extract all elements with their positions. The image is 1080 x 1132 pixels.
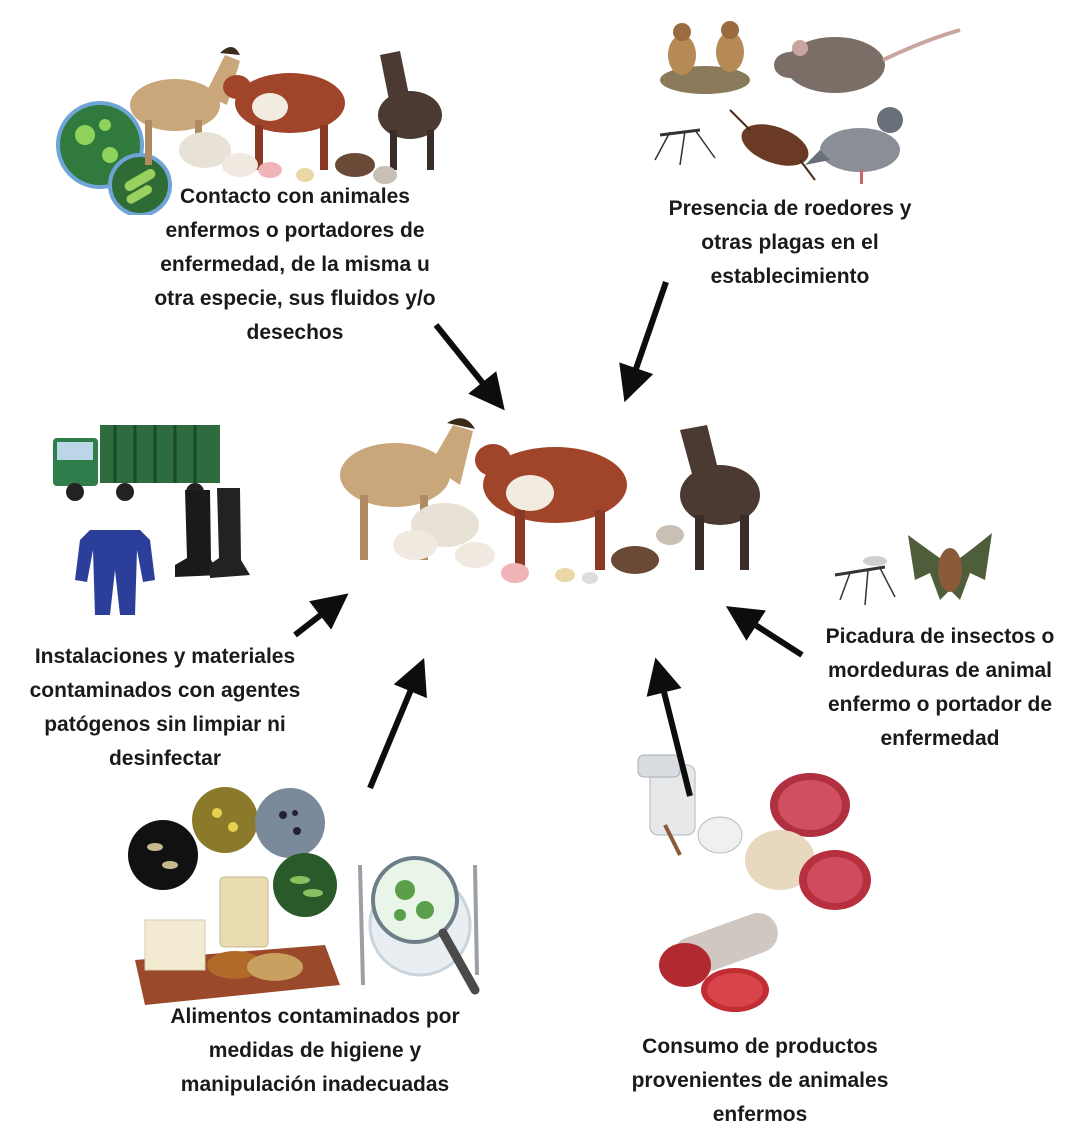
label-food: Alimentos contaminados por medidas de hi… [145, 1000, 485, 1102]
label-line: contaminados con agentes [29, 679, 301, 702]
label-line: Picadura de insectos o [825, 625, 1055, 648]
farm-animals-and-bacteria-illustration [56, 46, 442, 215]
arrow-bites [725, 606, 804, 658]
label-line: medidas de higiene y [208, 1039, 422, 1062]
farm-animals-group-illustration [340, 418, 760, 584]
label-line: enfermedad [880, 727, 1000, 750]
label-line: desinfectar [108, 747, 222, 770]
label-bites: Picadura de insectos o mordeduras de ani… [805, 620, 1075, 756]
label-line: patógenos sin limpiar ni [44, 713, 286, 736]
label-pests: Presencia de roedores y otras plagas en … [630, 192, 950, 294]
label-line: enfermo o portador de [827, 693, 1053, 716]
arrow-food [367, 658, 427, 790]
label-facilities: Instalaciones y materiales contaminados … [5, 640, 325, 776]
label-line: mordeduras de animal [827, 659, 1053, 682]
label-line: Consumo de productos [642, 1035, 878, 1058]
label-line: manipulación inadecuadas [180, 1073, 450, 1096]
label-line: Presencia de roedores y [668, 197, 912, 220]
label-line: Alimentos contaminados por [170, 1005, 460, 1028]
label-line: establecimiento [710, 265, 870, 288]
label-products: Consumo de productos provenientes de ani… [605, 1030, 915, 1132]
label-line: enfermedad, de la misma u [160, 253, 430, 276]
label-line: otra especie, sus fluidos y/o [154, 287, 436, 310]
label-line: desechos [246, 321, 344, 344]
arrow-products [646, 657, 693, 797]
label-contact: Contacto con animales enfermos o portado… [145, 180, 445, 350]
label-line: Contacto con animales [180, 185, 410, 208]
contaminated-food-and-magnifier-illustration [128, 787, 480, 1005]
arrow-facilities [293, 593, 349, 638]
arrow-contact [433, 323, 505, 411]
birds-rat-mosquito-cockroach-pigeon-illustration [654, 21, 961, 184]
label-line: Instalaciones y materiales [34, 645, 296, 668]
label-line: provenientes de animales [631, 1069, 889, 1092]
milk-cans-cheese-and-sausage-illustration [637, 754, 871, 1012]
arrow-pests [619, 281, 669, 403]
label-line: enfermos [712, 1103, 808, 1126]
truck-overalls-boots-illustration [53, 425, 250, 615]
mosquito-and-bat-illustration [834, 533, 992, 606]
label-line: otras plagas en el [701, 231, 879, 254]
label-line: enfermos o portadores de [165, 219, 425, 242]
